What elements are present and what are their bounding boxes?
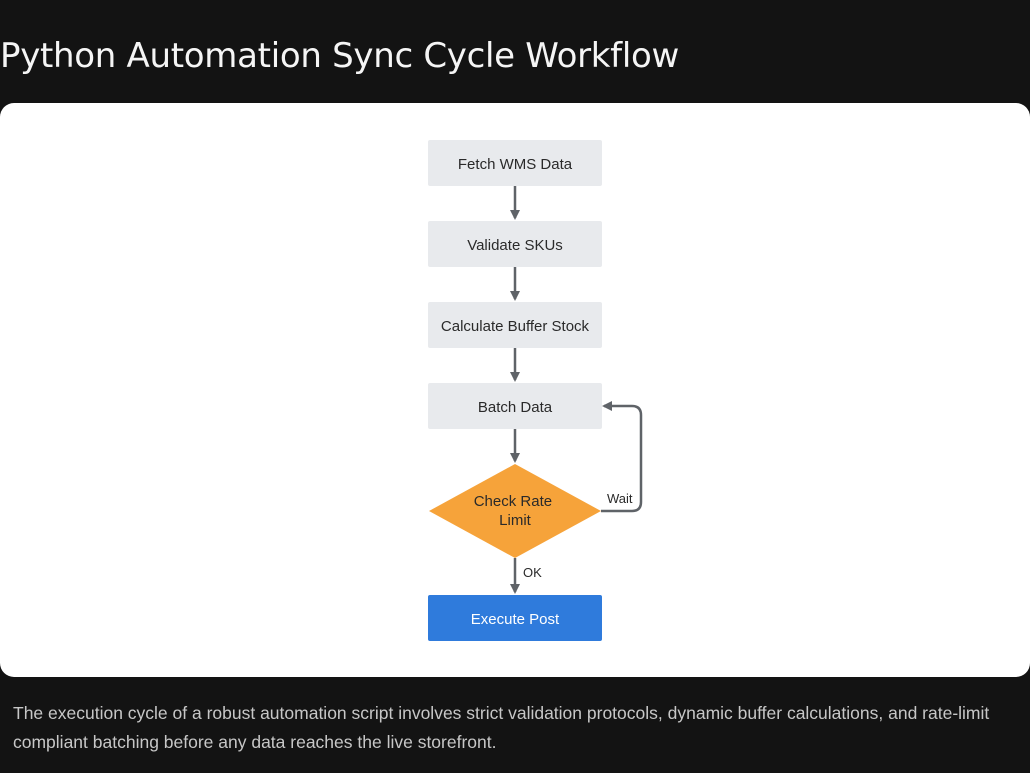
edge-wait-loop bbox=[601, 401, 643, 513]
node-fetch-label: Fetch WMS Data bbox=[458, 156, 573, 173]
node-fetch-wms-data: Fetch WMS Data bbox=[428, 140, 602, 186]
node-check-diamond bbox=[429, 464, 601, 558]
node-calculate-buffer-stock: Calculate Buffer Stock bbox=[428, 302, 602, 348]
node-check-label: Check Rate Limit bbox=[474, 493, 557, 529]
edge-wait-label: Wait bbox=[607, 491, 633, 506]
node-execute-post: Execute Post bbox=[428, 595, 602, 641]
diagram-caption: The execution cycle of a robust automati… bbox=[13, 703, 990, 752]
node-calculate-label: Calculate Buffer Stock bbox=[441, 318, 590, 335]
node-validate-skus: Validate SKUs bbox=[428, 221, 602, 267]
node-batch-data: Batch Data bbox=[428, 383, 602, 429]
node-execute-label: Execute Post bbox=[471, 611, 560, 628]
node-validate-label: Validate SKUs bbox=[467, 237, 563, 254]
workflow-diagram: Fetch WMS Data Validate SKUs Calculate B… bbox=[428, 140, 643, 641]
node-validate-box bbox=[428, 221, 602, 267]
node-check-rate-limit: Check Rate Limit bbox=[429, 464, 601, 558]
node-batch-box bbox=[428, 383, 602, 429]
page-title: Python Automation Sync Cycle Workflow bbox=[0, 36, 679, 76]
node-check-label-line2: Limit bbox=[499, 512, 532, 529]
node-batch-label: Batch Data bbox=[478, 399, 553, 416]
node-check-label-line1: Check Rate bbox=[474, 493, 552, 510]
diagram-card: Fetch WMS Data Validate SKUs Calculate B… bbox=[0, 103, 1030, 677]
node-calculate-box bbox=[428, 302, 602, 348]
node-execute-box bbox=[428, 595, 602, 641]
node-fetch-box bbox=[428, 140, 602, 186]
edge-ok-label: OK bbox=[523, 565, 542, 580]
